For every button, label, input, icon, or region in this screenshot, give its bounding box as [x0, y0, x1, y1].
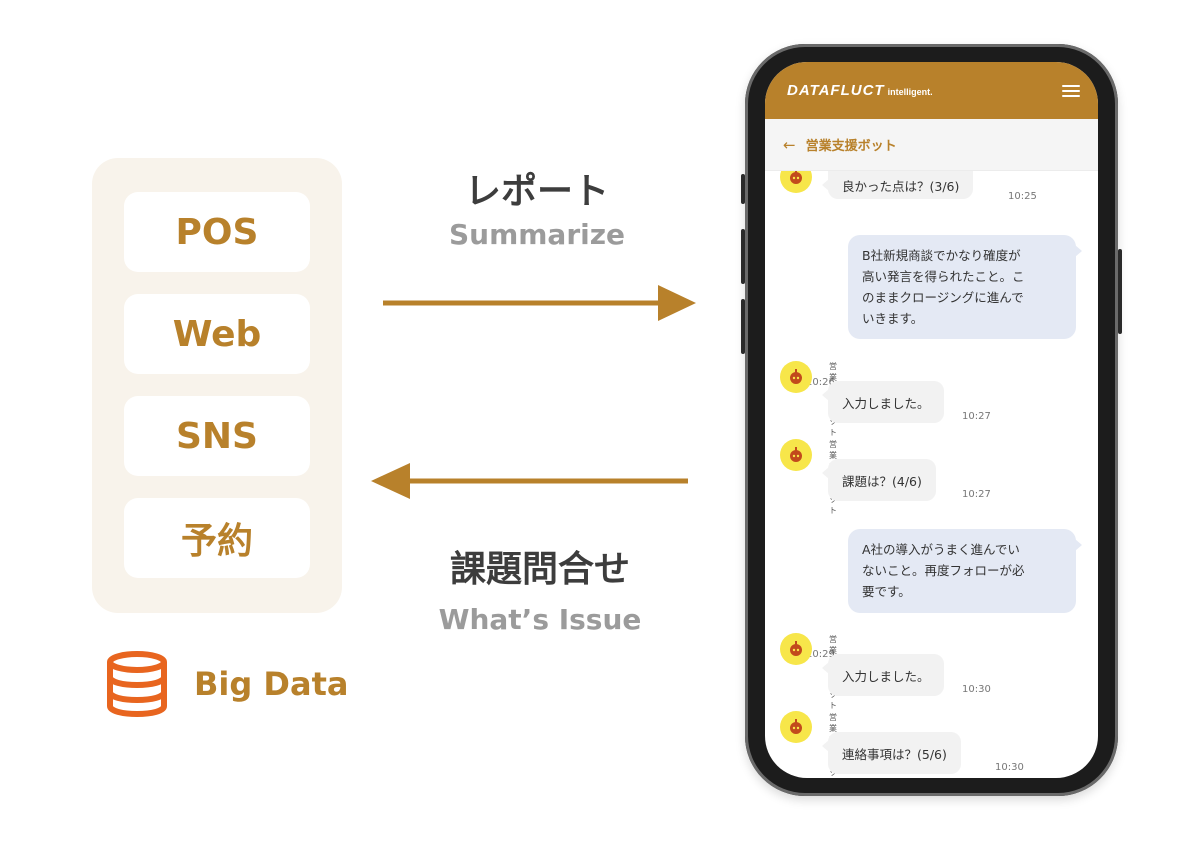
- user-bubble-line: B社新規商談でかなり確度が: [862, 248, 1021, 263]
- user-bubble-line: A社の導入がうまく進んでい: [862, 542, 1020, 557]
- chat-thread[interactable]: 良かった点は？(3/6) 10:25 10:26 B社新規商談でかなり確度が 高…: [765, 171, 1098, 778]
- flow-bottom-title: 課題問合せ: [449, 549, 630, 590]
- bot-avatar-icon: [780, 171, 812, 193]
- source-label-pos: POS: [175, 211, 259, 253]
- message-time: 10:30: [995, 762, 1024, 773]
- user-bubble-line: 高い発言を得られたこと。こ: [862, 269, 1025, 284]
- app-header: DATAFLUCT intelligent.: [765, 62, 1098, 119]
- arrow-left: [371, 463, 688, 499]
- source-card-web: Web: [124, 294, 310, 374]
- chat-nav-bar: ← 営業支援ボット: [765, 119, 1098, 171]
- user-bubble-line: ないこと。再度フォローが必: [862, 563, 1025, 578]
- chat-title: 営業支援ボット: [805, 139, 897, 154]
- message-time: 10:25: [1008, 191, 1037, 202]
- user-bubble: A社の導入がうまく進んでい ないこと。再度フォローが必 要です。: [848, 529, 1082, 613]
- bot-avatar-icon: [780, 711, 812, 743]
- source-label-reservation: 予約: [180, 521, 253, 562]
- phone-screen: DATAFLUCT intelligent. ← 営業支援ボット 良かった点は？…: [765, 62, 1098, 778]
- source-label-web: Web: [172, 313, 262, 355]
- flow-top-subtitle: Summarize: [448, 218, 626, 251]
- source-card-reservation: 予約: [124, 498, 310, 578]
- user-bubble: B社新規商談でかなり確度が 高い発言を得られたこと。こ のままクロージングに進ん…: [848, 235, 1082, 339]
- message-time: 10:26: [806, 377, 835, 388]
- database-icon: [107, 651, 167, 718]
- logo-main-text: DATAFLUCT: [787, 82, 885, 99]
- user-bubble-line: のままクロージングに進んで: [862, 290, 1024, 305]
- bot-bubble: 課題は？(4/6): [822, 459, 936, 501]
- hamburger-menu-icon[interactable]: [1062, 84, 1080, 97]
- message-time: 10:27: [962, 489, 991, 500]
- bot-bubble: 入力しました。: [822, 381, 944, 423]
- source-card-pos: POS: [124, 192, 310, 272]
- phone-mute-switch: [741, 174, 745, 204]
- bot-bubble: 良かった点は？(3/6): [821, 171, 974, 199]
- message-time: 10:30: [962, 684, 991, 695]
- user-bubble-line: 要です。: [862, 584, 911, 599]
- message-time: 10:27: [962, 411, 991, 422]
- back-arrow-icon[interactable]: ←: [783, 135, 796, 154]
- bot-bubble: 入力しました。: [822, 654, 944, 696]
- phone-volume-down: [741, 299, 745, 354]
- phone-volume-up: [741, 229, 745, 284]
- data-sources-panel: POS Web SNS 予約: [92, 158, 342, 613]
- phone-power-button: [1118, 249, 1122, 334]
- smartphone: DATAFLUCT intelligent. ← 営業支援ボット 良かった点は？…: [741, 44, 1122, 796]
- big-data-caption: Big Data: [104, 650, 348, 718]
- bot-avatar-icon: [780, 439, 812, 471]
- flow-bottom-subtitle: What’s Issue: [438, 603, 642, 636]
- message-time: 10:29: [806, 649, 835, 660]
- logo-sub-text: intelligent.: [887, 87, 933, 97]
- app-logo: DATAFLUCT intelligent.: [787, 82, 933, 99]
- user-bubble-line: いきます。: [862, 311, 924, 326]
- source-label-sns: SNS: [176, 415, 258, 457]
- big-data-label: Big Data: [194, 665, 349, 703]
- bot-bubble: 連絡事項は？(5/6): [822, 732, 961, 774]
- arrow-right: [383, 285, 696, 321]
- flow-top-title: レポート: [464, 171, 609, 212]
- source-card-sns: SNS: [124, 396, 310, 476]
- bot-avatar-icon: [780, 633, 812, 665]
- bot-avatar-icon: [780, 361, 812, 393]
